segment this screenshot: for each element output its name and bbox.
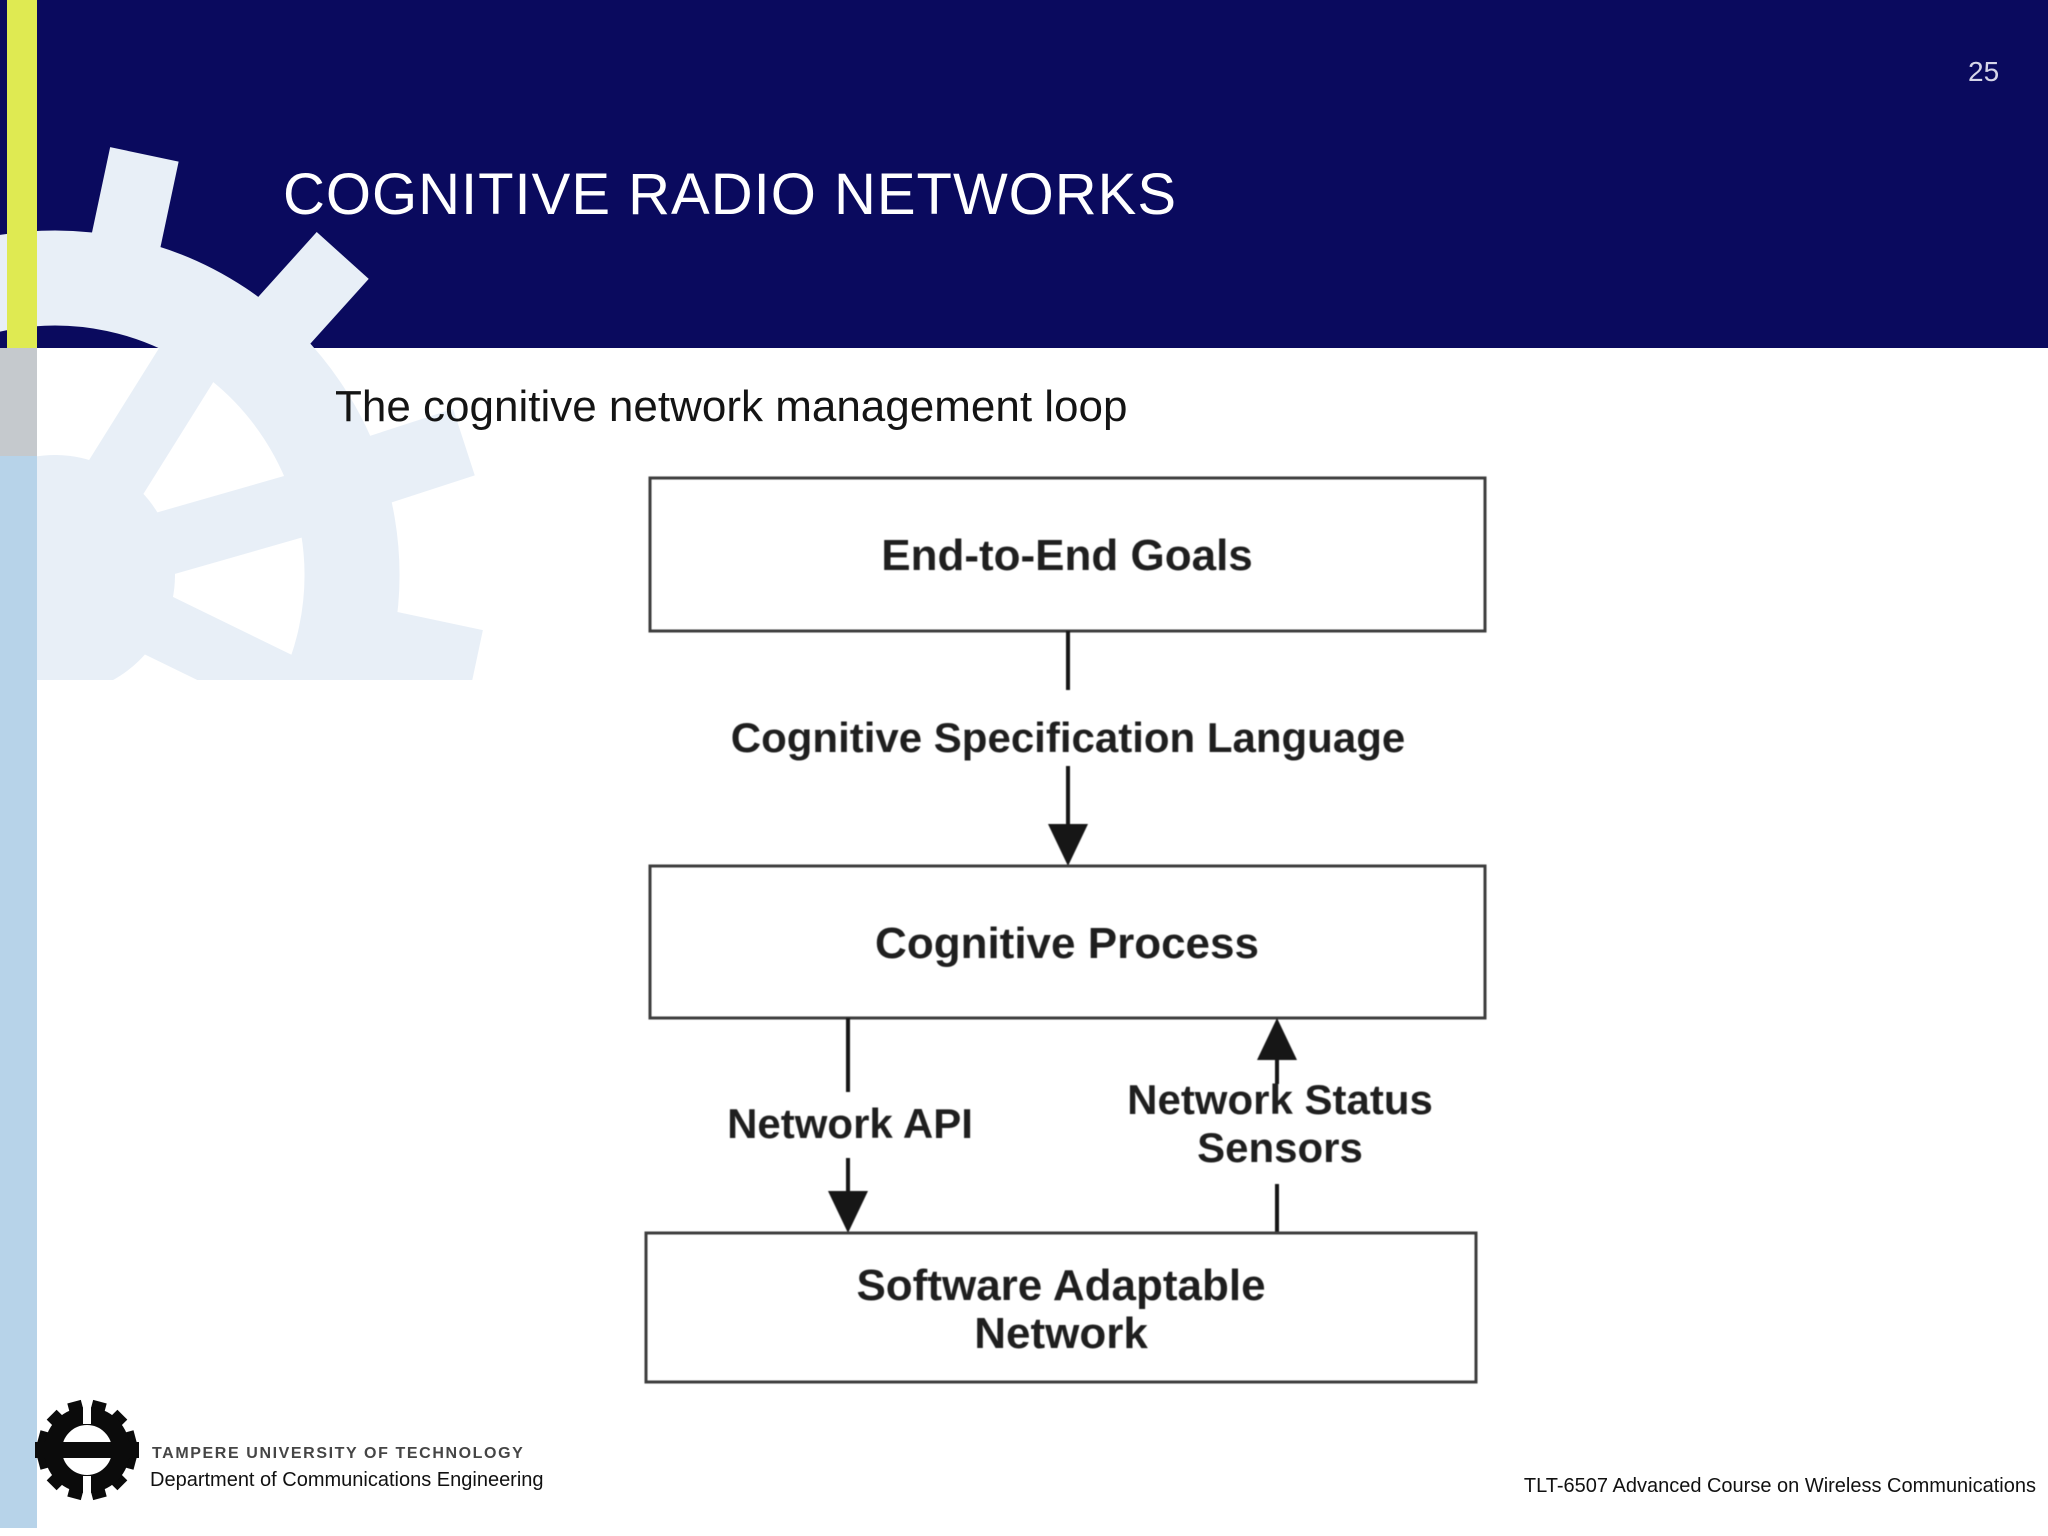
- footer-university-name: TAMPERE UNIVERSITY OF TECHNOLOGY: [152, 1445, 525, 1462]
- slide-subtitle: The cognitive network management loop: [335, 382, 1128, 431]
- slide-title: COGNITIVE RADIO NETWORKS: [283, 162, 1178, 227]
- arrowhead-down-into-cognitive-process: [1048, 824, 1088, 866]
- flow-box-software-adaptable-network: [644, 1231, 1478, 1384]
- arrowhead-up-into-cognitive-process: [1257, 1018, 1297, 1060]
- page-number: 25: [1968, 56, 2000, 87]
- edge-label-cognitive-specification-language: Cognitive Specification Language: [731, 714, 1405, 761]
- cognitive-loop-diagram: End-to-End Goals Cognitive Specification…: [644, 476, 1487, 1384]
- accent-stripe-blue: [0, 456, 37, 1528]
- edge-label-network-status-line1: Network Status: [1127, 1076, 1433, 1123]
- edge-label-network-status-line2: Sensors: [1197, 1124, 1363, 1171]
- edge-label-network-api: Network API: [727, 1100, 973, 1147]
- footer-department-name: Department of Communications Engineering: [150, 1469, 544, 1491]
- tut-logo-icon: [35, 1398, 139, 1502]
- accent-stripe-yellow: [7, 0, 37, 348]
- footer-course-name: TLT-6507 Advanced Course on Wireless Com…: [1523, 1475, 2036, 1497]
- gear-icon: [0, 147, 483, 680]
- arrowhead-down-into-software-adaptable-network: [828, 1191, 868, 1233]
- flow-box-software-adaptable-network-label2: Network: [974, 1309, 1148, 1358]
- flow-box-cognitive-process-label: Cognitive Process: [875, 919, 1259, 968]
- flow-box-cognitive-process: [648, 864, 1487, 1020]
- flow-box-end-to-end-goals-label: End-to-End Goals: [881, 531, 1253, 580]
- flow-box-software-adaptable-network-label1: Software Adaptable: [856, 1261, 1265, 1310]
- accent-block-gray: [0, 348, 37, 456]
